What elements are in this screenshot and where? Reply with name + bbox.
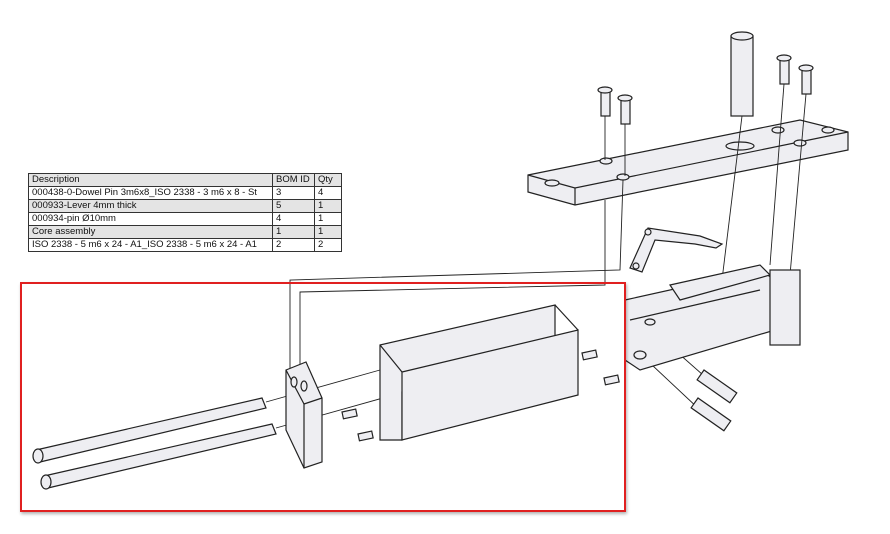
iso-2338-pins[interactable] — [32, 397, 277, 490]
bom-id: 3 — [272, 186, 315, 200]
pin-10mm[interactable] — [730, 31, 754, 117]
screws[interactable] — [597, 54, 814, 125]
bom-row[interactable]: ISO 2338 - 5 m6 x 24 - A1_ISO 2338 - 5 m… — [28, 238, 342, 252]
qty: 1 — [314, 225, 342, 239]
bom-id: 1 — [272, 225, 315, 239]
end-block[interactable] — [285, 361, 323, 469]
bom-id: 5 — [272, 199, 315, 213]
dowel-pins-right[interactable] — [690, 369, 738, 432]
lever[interactable] — [629, 227, 724, 273]
qty: 4 — [314, 186, 342, 200]
header-qty: Qty — [314, 173, 342, 187]
qty: 1 — [314, 212, 342, 226]
core-mechanism[interactable] — [624, 264, 801, 371]
qty: 2 — [314, 238, 342, 252]
description: 000438-0-Dowel Pin 3m6x8_ISO 2338 - 3 m6… — [28, 186, 273, 200]
bom-header-row: Description BOM ID Qty — [28, 173, 342, 187]
qty: 1 — [314, 199, 342, 213]
header-bom-id: BOM ID — [272, 173, 315, 187]
top-plate[interactable] — [527, 119, 849, 206]
description: 000934-pin Ø10mm — [28, 212, 273, 226]
bom-id: 2 — [272, 238, 315, 252]
bom-id: 4 — [272, 212, 315, 226]
description: Core assembly — [28, 225, 273, 239]
dowel-pins-small[interactable] — [341, 349, 620, 442]
profile-housing[interactable] — [379, 304, 579, 441]
header-description: Description — [28, 173, 273, 187]
description: ISO 2338 - 5 m6 x 24 - A1_ISO 2338 - 5 m… — [28, 238, 273, 252]
description: 000933-Lever 4mm thick — [28, 199, 273, 213]
bom-table: Description BOM ID Qty 000438-0-Dowel Pi… — [28, 173, 342, 252]
selection-box[interactable] — [20, 282, 626, 512]
bom-row[interactable]: 000438-0-Dowel Pin 3m6x8_ISO 2338 - 3 m6… — [28, 186, 342, 200]
